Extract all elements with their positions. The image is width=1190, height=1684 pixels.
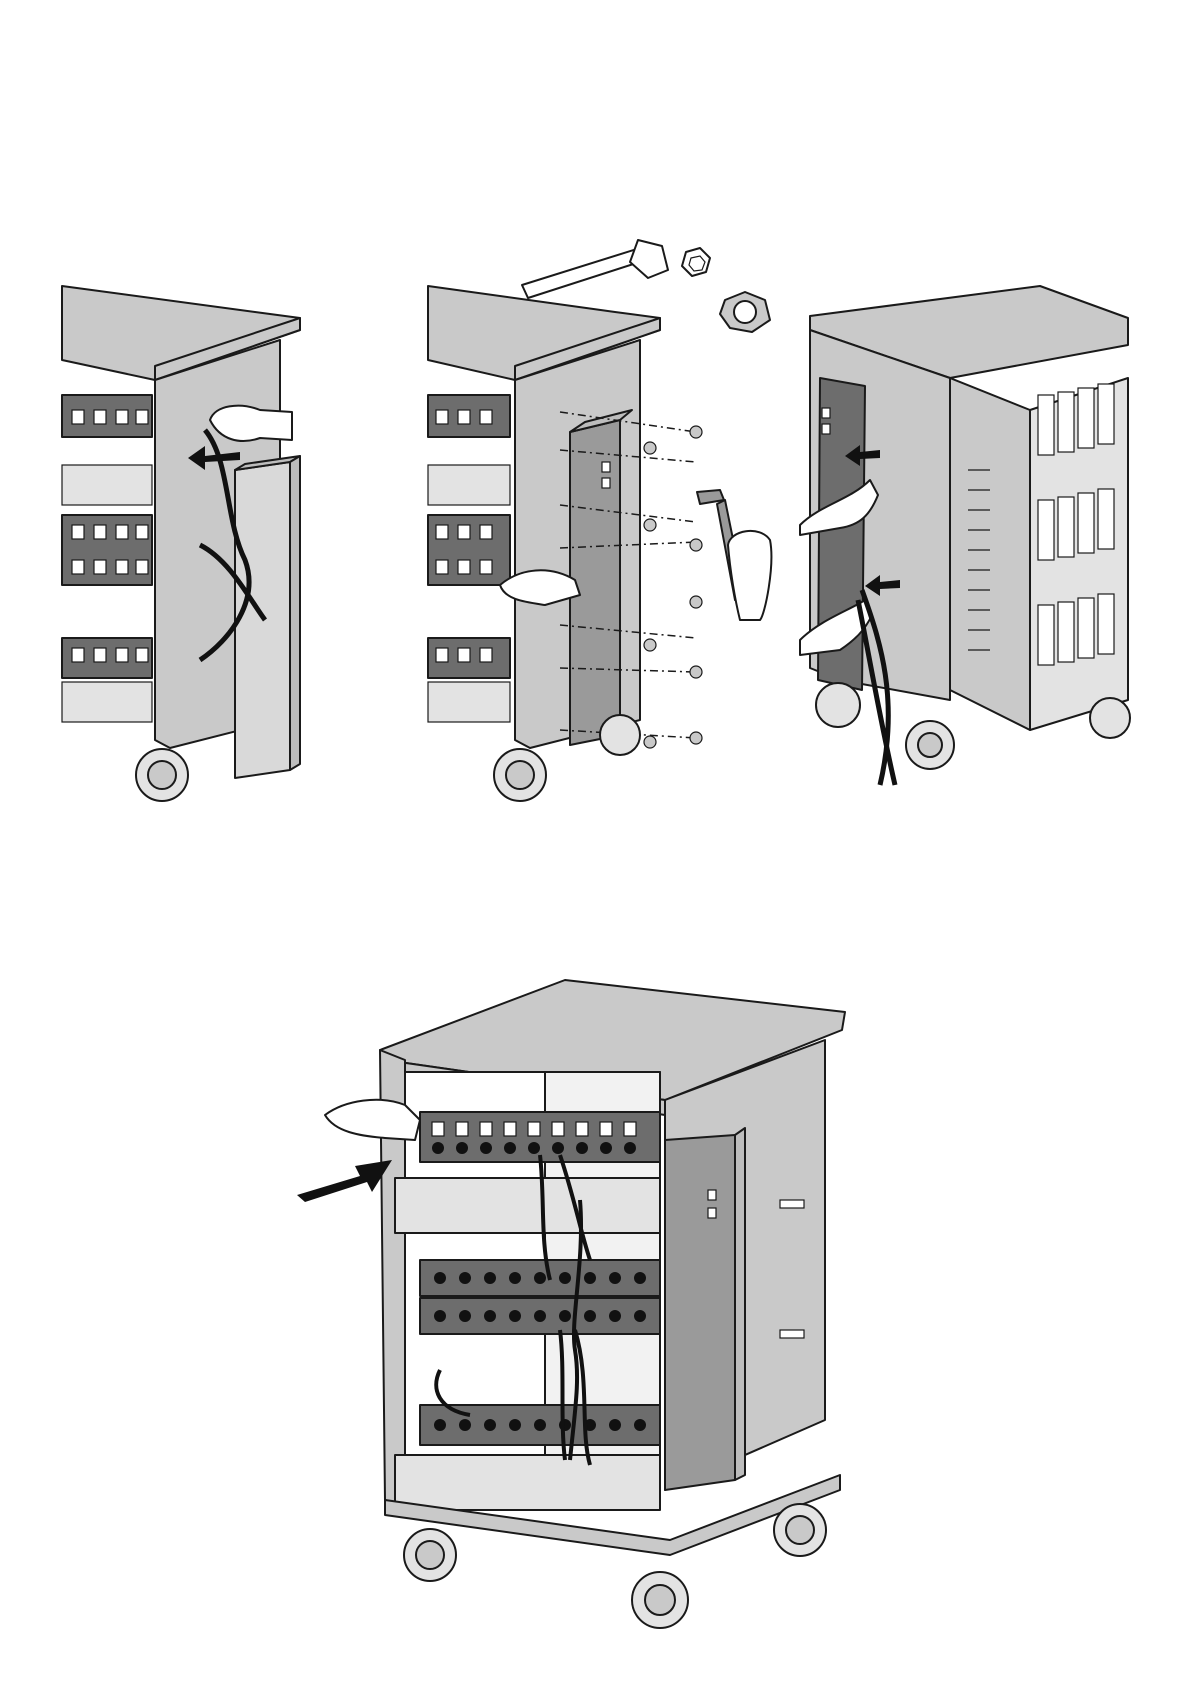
- assembly-steps-row: [0, 0, 1190, 820]
- nuts-icon: [644, 426, 702, 748]
- hex-nut-icon: [720, 292, 770, 332]
- assembly-steps-svg: [0, 0, 1190, 820]
- socket-icon: [682, 248, 710, 276]
- ratchet-wrench-icon: [522, 240, 668, 298]
- panel-2-mount-power-module: [428, 240, 771, 801]
- panel-3-connect-power-cords: [800, 286, 1130, 785]
- cart-full-rear: [297, 980, 845, 1628]
- rear-view-figure: [0, 900, 1190, 1684]
- panel-1-remove-power-module: [62, 286, 300, 801]
- rear-view-svg: [0, 900, 1190, 1684]
